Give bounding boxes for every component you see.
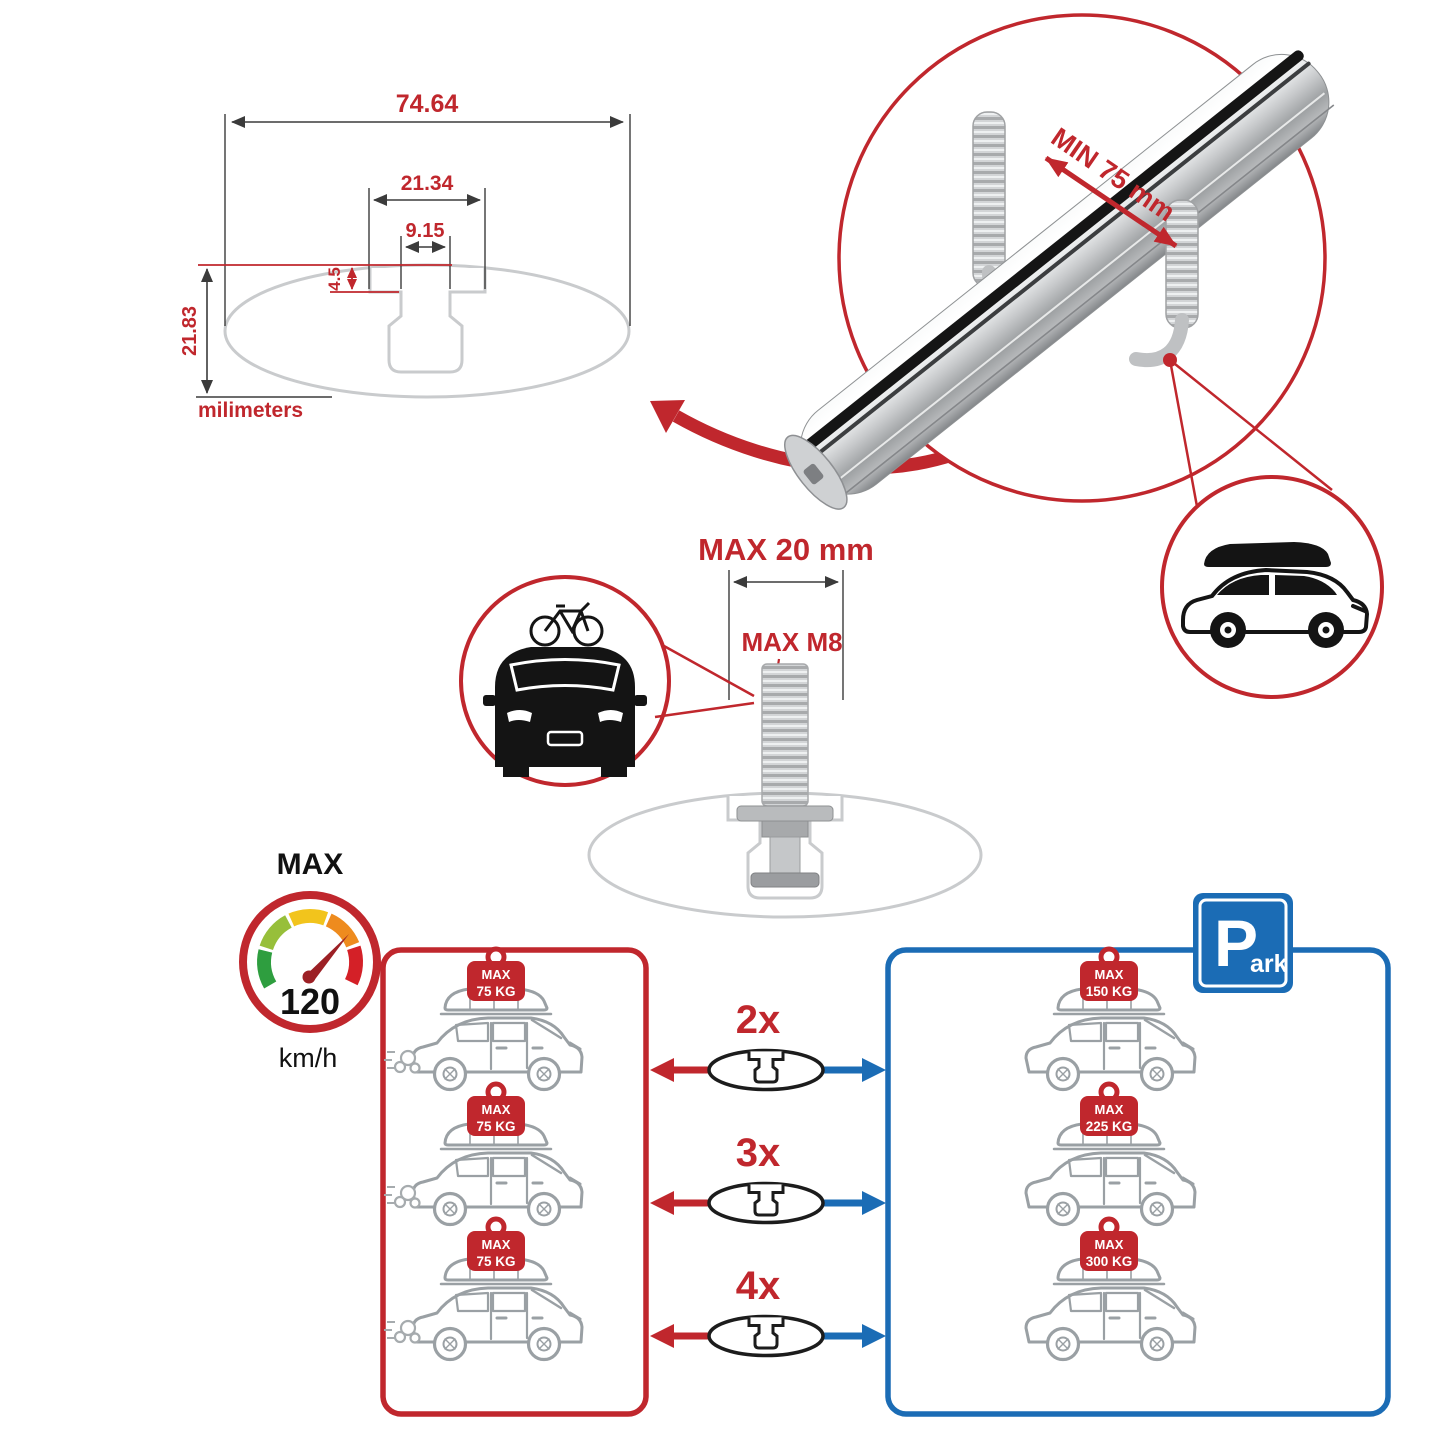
mounting-bolt	[736, 663, 834, 888]
arrowhead	[650, 400, 685, 433]
load-badge: MAX 75 KG	[467, 946, 525, 1001]
driving-capacity-panel: MAX 75 KG MAX 75 KG MAX 75 KG	[380, 946, 649, 1417]
dim-channel-width-label: 21.34	[401, 172, 454, 195]
multiplier-label: 4x	[736, 1264, 781, 1308]
max-thread-label: MAX M8	[741, 627, 842, 657]
badge-value: 75 KG	[476, 1254, 515, 1269]
badge-value: 300 KG	[1086, 1254, 1133, 1269]
min-spacing-arrow	[1044, 155, 1178, 249]
roofbox-suv-inset	[1160, 475, 1384, 699]
profile-t-slot-ghost	[726, 796, 844, 900]
multiplier-arrow-row-3: 4x	[650, 1264, 886, 1358]
load-badge: MAX 75 KG	[467, 1081, 525, 1136]
gauge-unit: km/h	[279, 1043, 338, 1073]
bolt-spec-section: MAX 20 mm MAX M8	[459, 532, 983, 919]
arrowhead-left	[650, 1324, 674, 1348]
gauge-title: MAX	[277, 848, 344, 881]
crossbar-photo-callout: MIN 75 mm	[784, 13, 1384, 699]
dim-slot-depth-label: 4.5	[325, 267, 344, 291]
windshield	[509, 658, 621, 692]
rubber-channel-strip	[800, 50, 1304, 454]
gauge-pivot	[302, 970, 316, 984]
crossbar-profile-icon	[707, 1048, 825, 1092]
parked-capacity-panel: MAX 150 KG MAX 225 KG MAX 300 KG P ark	[885, 893, 1391, 1417]
speed-gauge: MAX 120 km/h	[239, 848, 381, 1073]
park-sign-letter: P	[1214, 906, 1258, 980]
badge-title: MAX	[482, 967, 511, 982]
units-label: milimeters	[198, 399, 303, 422]
gauge-segment-red	[344, 945, 364, 986]
arrowhead-left	[650, 1191, 674, 1215]
washer	[736, 805, 834, 822]
t-slot-head	[750, 872, 820, 888]
arrowhead-right	[862, 1191, 886, 1215]
profile-dimension-diagram: 74.64 21.34 9.15 4.5 21.83 milimeters	[179, 90, 631, 422]
badge-title: MAX	[1095, 967, 1124, 982]
gauge-segment-yellowgreen	[259, 915, 293, 951]
badge-value: 150 KG	[1086, 984, 1133, 999]
multiplier-arrow-row-2: 3x	[650, 1131, 886, 1225]
badge-value: 75 KG	[476, 1119, 515, 1134]
nut-body	[761, 820, 809, 838]
park-sign: P ark	[1193, 893, 1293, 993]
callout-lines	[654, 644, 755, 719]
profile-t-slot	[368, 268, 487, 374]
multiplier-arrow-row-1: 2x	[650, 998, 886, 1092]
gauge-segment-green	[257, 949, 277, 989]
arrowhead-right	[862, 1058, 886, 1082]
badge-title: MAX	[482, 1237, 511, 1252]
load-badge: MAX 75 KG	[467, 1216, 525, 1271]
headlight-left	[507, 710, 532, 722]
multiplier-label: 3x	[736, 1131, 781, 1175]
gauge-value: 120	[280, 981, 340, 1022]
bicycle-icon	[529, 601, 604, 647]
callout-lines	[1168, 359, 1333, 513]
badge-title: MAX	[1095, 1237, 1124, 1252]
badge-title: MAX	[482, 1102, 511, 1117]
multiplier-label: 2x	[736, 998, 781, 1042]
headlight-right	[598, 710, 623, 722]
gauge-needle	[304, 934, 349, 982]
park-sign-suffix: ark	[1250, 950, 1288, 978]
crossbar-profile-icon	[707, 1181, 825, 1225]
dim-total-width-label: 74.64	[396, 90, 459, 118]
dim-height-label: 21.83	[179, 306, 201, 356]
car-front-with-bike-icon	[483, 601, 647, 777]
badge-title: MAX	[1095, 1102, 1124, 1117]
crossbar-profile-icon	[707, 1314, 825, 1358]
badge-value: 225 KG	[1086, 1119, 1133, 1134]
suv-with-roofbox-icon	[1181, 542, 1370, 648]
license-plate	[546, 730, 584, 747]
load-badge: MAX 300 KG	[1080, 1216, 1138, 1271]
load-badge: MAX 225 KG	[1080, 1081, 1138, 1136]
bike-roof-inset	[459, 575, 671, 787]
arrowhead-left	[650, 1058, 674, 1082]
arrowhead-right	[862, 1324, 886, 1348]
dim-slot-opening-label: 9.15	[406, 220, 445, 242]
gauge-segment-yellow	[288, 909, 329, 927]
threaded-stud	[761, 663, 809, 807]
load-badge: MAX 150 KG	[1080, 946, 1138, 1001]
badge-value: 75 KG	[476, 984, 515, 999]
gauge-segment-orange	[325, 913, 360, 948]
max-bolt-length-label: MAX 20 mm	[698, 532, 874, 567]
aluminum-crossbar	[784, 50, 1335, 510]
car-front-silhouette	[495, 647, 635, 767]
